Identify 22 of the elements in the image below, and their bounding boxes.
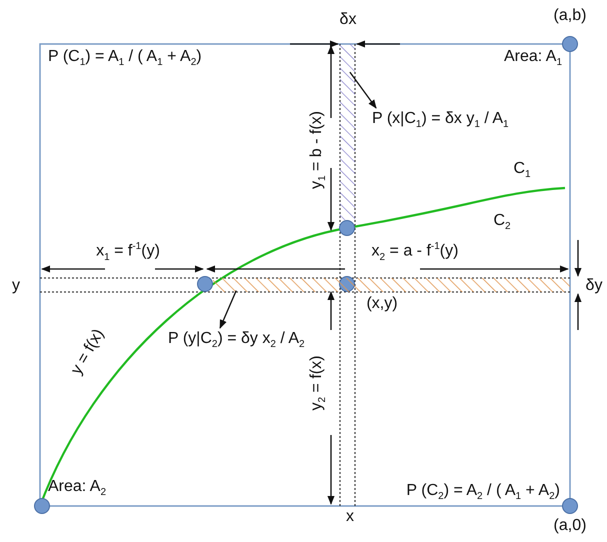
hatched-strip — [340, 44, 355, 220]
axis-label: y — [12, 277, 20, 295]
coordinate-label: (x,y) — [366, 295, 398, 313]
curve-label: C$_{2}$ — [493, 212, 511, 232]
leader-line — [349, 72, 377, 109]
coordinate-label: (a,0) — [554, 517, 586, 535]
formula-label: P (C$_{1}$) = A$_{1}$ / ( A$_{1}$ + A$_{2}$) — [48, 48, 202, 68]
curve-label: y = f(x) — [68, 326, 108, 378]
curve-label: C$_{1}$ — [513, 160, 531, 180]
leader-line — [219, 290, 237, 329]
dimension-label: x$_{1}$ = f$^{-1}$(y) — [96, 241, 160, 263]
dimension-label: δx — [340, 11, 356, 29]
dimension-label: δy — [586, 277, 602, 295]
formula-label: P (y|C$_{2}$) = δy x$_{2}$ / A$_{2}$ — [168, 330, 305, 350]
hatched-strip — [213, 278, 570, 292]
area-label: Area: A$_{2}$ — [48, 478, 106, 498]
coordinate-label: (a,b) — [554, 7, 586, 25]
formula-label: P (x|C$_{1}$) = δx y$_{1}$ / A$_{1}$ — [372, 110, 509, 130]
axis-label: x — [346, 508, 354, 526]
formula-label: P (C$_{2}$) = A$_{2}$ / ( A$_{1}$ + A$_{2}$) — [406, 482, 560, 502]
dimension-label: x$_{2}$ = a - f$^{-1}$(y) — [372, 241, 458, 263]
area-label: Area: A$_{1}$ — [504, 48, 562, 68]
